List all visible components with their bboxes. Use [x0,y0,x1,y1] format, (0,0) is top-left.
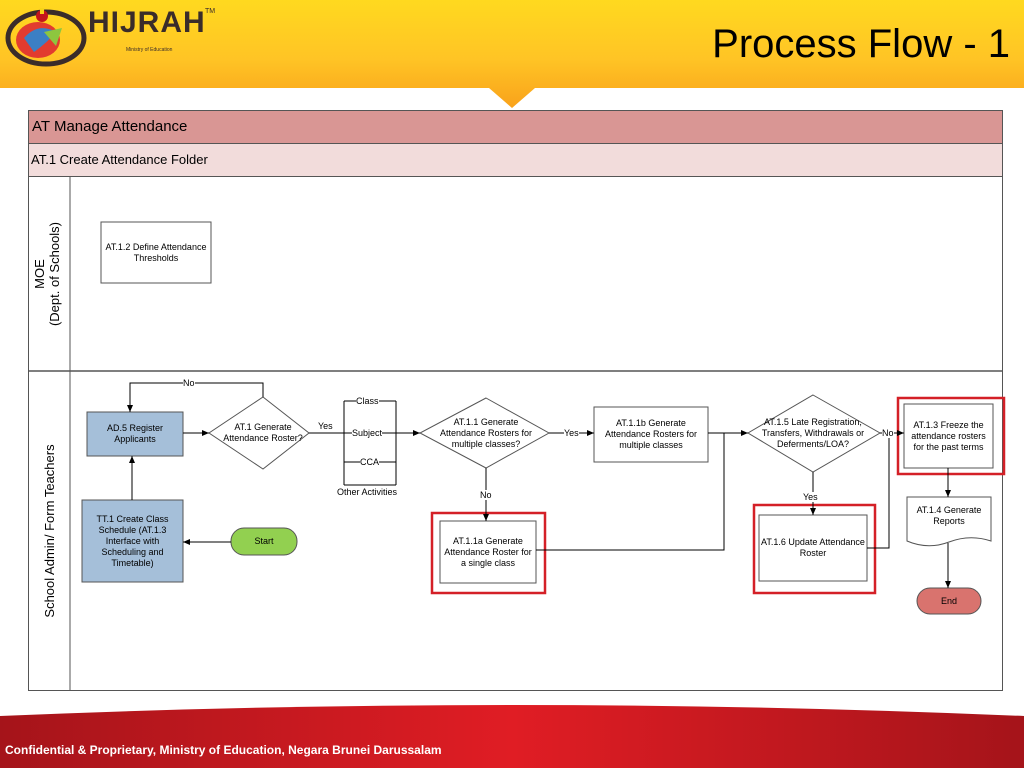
edge-no-loop [127,382,264,412]
edge-label-no-late: No [882,428,894,438]
update-roster-label: AT.1.6 Update Attendance Roster [761,537,865,558]
hijrah-logo: HIJRAH TM Ministry of Education [4,2,216,68]
generate-reports-document [906,496,992,547]
lane-label-school: School Admin/ Form Teachers [41,444,57,618]
edge-label-other-activities: Other Activities [337,487,398,497]
late-registration-label: AT.1.5 Late Registration, Transfers, Wit… [761,416,865,449]
edge-label-cca: CCA [360,457,380,467]
edge-single-to-late [536,433,725,551]
header-band [0,0,1024,108]
subprocess-title-bar: AT.1 Create Attendance Folder [28,144,1003,177]
end-terminator [916,587,982,615]
edge-label-yes-late: Yes [803,492,818,502]
lane-label-moe: MOE (Dept. of Schools) [32,221,62,327]
create-class-schedule-label: TT.1 Create Class Schedule (AT.1.3 Inter… [96,513,169,568]
footer-confidential-text: Confidential & Proprietary, Ministry of … [5,743,442,757]
highlight-update [752,503,877,595]
register-applicants-label: AD.5 Register Applicants [106,423,164,444]
generate-roster-decision [208,396,310,470]
edge-label-no-loop: No [183,378,195,388]
define-thresholds-label: AT.1.2 Define Attendance Thresholds [105,241,207,263]
edge-label-class: Class [356,396,379,406]
edge-label-yes-roster: Yes [318,421,333,431]
create-class-schedule-box [81,499,184,583]
generate-single-box [439,520,537,584]
logo-subtitle: Ministry of Education [126,47,173,53]
update-roster-box [758,514,868,582]
edge-update-to-freeze [867,433,890,549]
define-thresholds-box [100,221,212,284]
generate-multiple-label: AT.1.1b Generate Attendance Rosters for … [604,418,698,450]
brunei-emblem-icon [5,8,87,67]
register-applicants-box [86,411,184,457]
edge-label-subject: Subject [352,428,383,438]
logo-trademark: TM [205,8,216,15]
multiple-classes-label: AT.1.1 Generate Attendance Rosters for m… [439,416,533,449]
footer-band [0,705,1024,768]
generate-multiple-box [593,406,709,463]
generate-roster-label: AT.1 Generate Attendance Roster? [223,422,303,443]
process-title-bar: AT Manage Attendance [28,110,1003,144]
end-label: End [940,595,957,606]
freeze-rosters-box [903,403,994,469]
highlight-freeze [896,396,1006,476]
freeze-rosters-label: AT.1.3 Freeze the attendance rosters for… [911,419,986,452]
page-title: Process Flow - 1 [712,22,1010,66]
logo-wordmark: HIJRAH [88,6,206,39]
edge-label-yes-multiple: Yes [564,428,579,438]
subprocess-title: AT.1 Create Attendance Folder [31,152,208,167]
process-title: AT Manage Attendance [32,118,188,135]
start-label: Start [254,536,274,546]
generate-single-label: AT.1.1a Generate Attendance Roster for a… [444,535,532,568]
generate-reports-label: AT.1.4 Generate Reports [916,505,982,526]
edge-label-no-single: No [480,490,492,500]
highlight-single [430,511,547,595]
